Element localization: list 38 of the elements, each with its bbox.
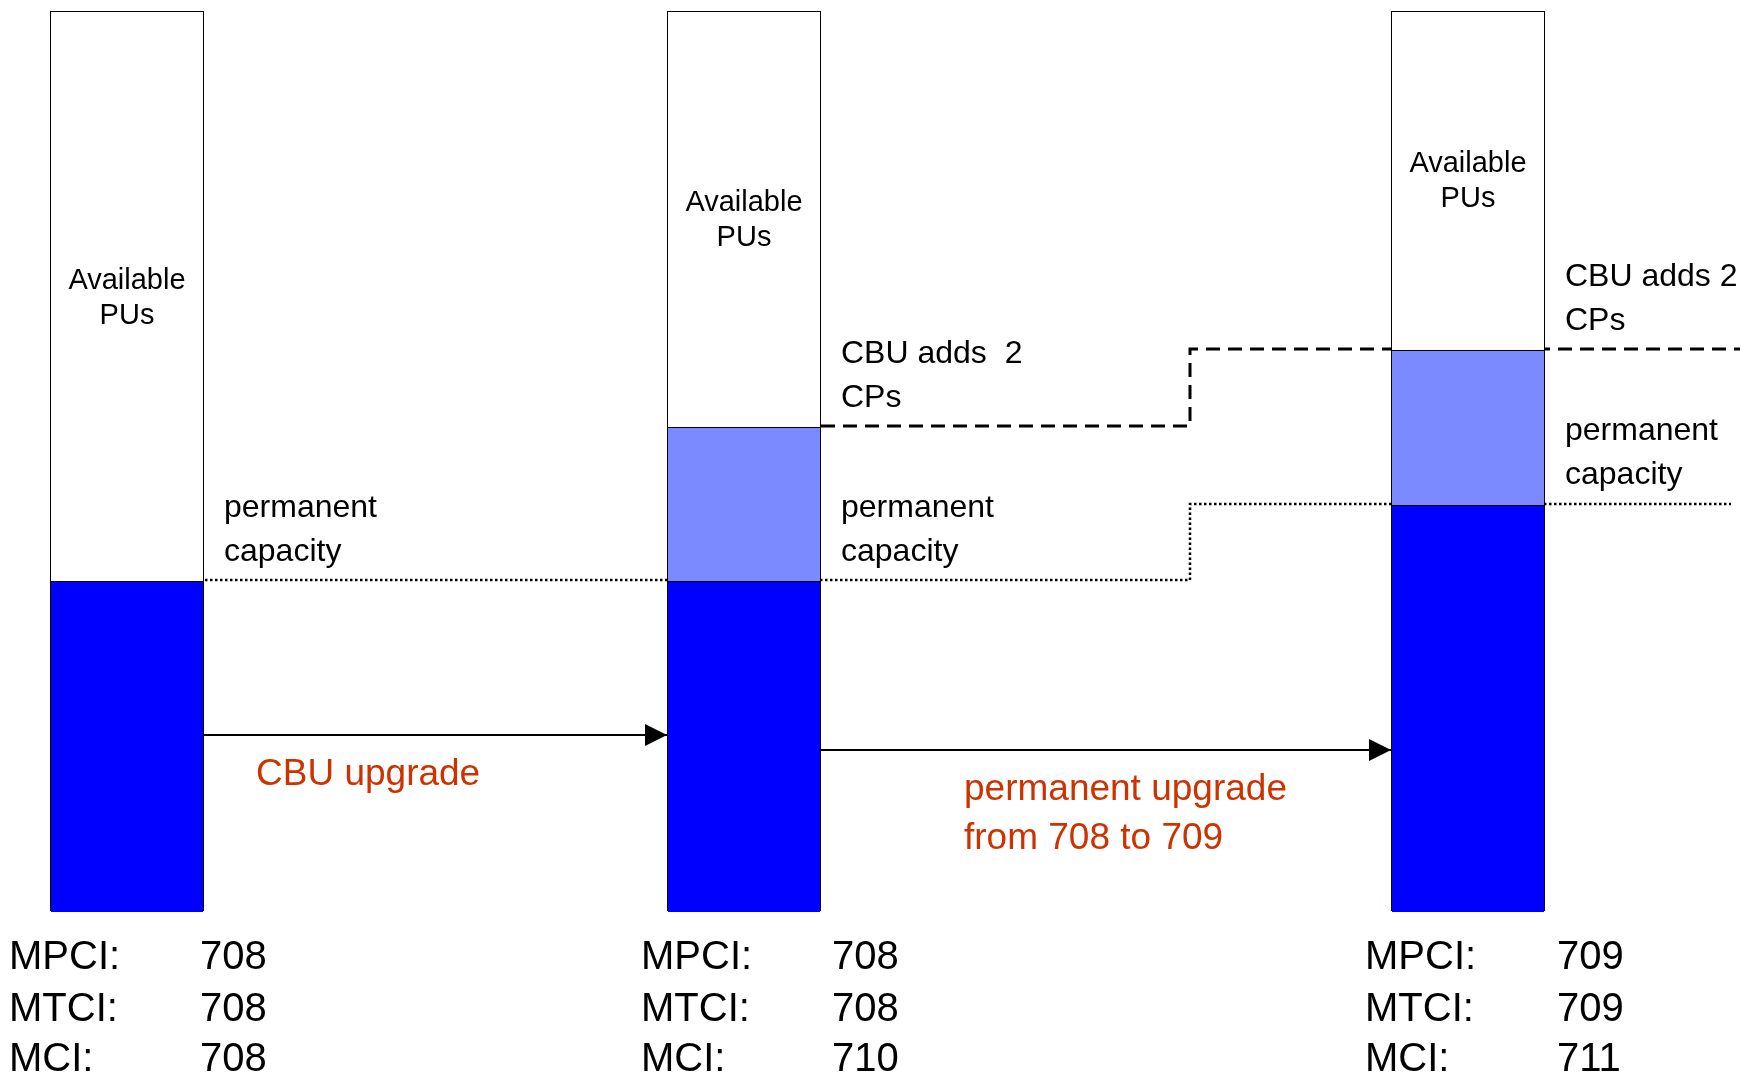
table-row-label: MPCI: <box>1365 932 1478 979</box>
level-label: CBU adds 2 CPs <box>1565 256 1739 339</box>
level-label: CBU adds 2 CPs <box>841 333 1024 416</box>
segment-label: Available PUs <box>1408 145 1528 215</box>
capacity-column <box>50 11 204 911</box>
table-value: 708 <box>832 984 900 1031</box>
edge-label: permanent upgrade from 708 to 709 <box>964 766 1288 859</box>
table-value: 708 <box>832 932 900 979</box>
segment-label: Available PUs <box>67 262 187 332</box>
permanent-capacity-segment <box>1392 505 1544 912</box>
table-row-label: MTCI: <box>641 984 751 1031</box>
table-value: 708 <box>200 932 268 979</box>
level-label: permanent capacity <box>841 487 995 570</box>
table-value: 708 <box>200 1034 268 1079</box>
table-value: 708 <box>200 984 268 1031</box>
arrow <box>820 739 1392 761</box>
table-value: 709 <box>1557 984 1625 1031</box>
table-row-label: MTCI: <box>1365 984 1475 1031</box>
segment-label: Available PUs <box>684 184 804 254</box>
cbu-capacity-segment <box>1392 350 1544 505</box>
table-value: 710 <box>832 1034 900 1079</box>
table-row-label: MCI: <box>1365 1034 1451 1079</box>
table-row-label: MCI: <box>641 1034 727 1079</box>
table-row-label: MPCI: <box>641 932 754 979</box>
cbu-capacity-segment <box>668 427 820 581</box>
table-row-label: MPCI: <box>9 932 122 979</box>
capacity-column <box>667 11 821 911</box>
table-value: 709 <box>1557 932 1625 979</box>
level-label: permanent capacity <box>224 487 378 570</box>
table-row-label: MTCI: <box>9 984 119 1031</box>
edge-label: CBU upgrade <box>256 751 482 795</box>
table-row-label: MCI: <box>9 1034 95 1079</box>
capacity-column <box>1391 11 1545 911</box>
level-label: permanent capacity <box>1565 410 1719 493</box>
permanent-capacity-segment <box>668 581 820 912</box>
arrow <box>203 724 668 746</box>
table-value: 711 <box>1557 1034 1622 1079</box>
permanent-capacity-segment <box>51 581 203 912</box>
